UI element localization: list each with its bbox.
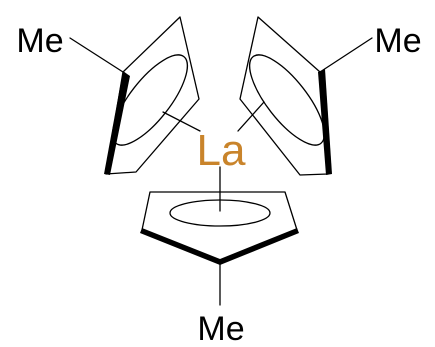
methyl-bond-top-right	[319, 37, 373, 73]
ring-bottom-wedge-right	[220, 228, 299, 265]
ring-top-right	[239, 16, 373, 176]
ring-top-left-outline	[105, 16, 200, 175]
ring-top-left-wedge-bond	[104, 71, 130, 175]
methyl-label-bottom: Me	[197, 310, 244, 347]
ring-top-left	[69, 16, 200, 175]
methyl-bond-top-left	[69, 37, 124, 73]
coordination-bond-top-right	[237, 101, 265, 132]
ring-bottom	[140, 191, 299, 306]
coordination-bond-top-left	[162, 111, 201, 132]
metal-atom-label: La	[197, 126, 246, 175]
methyl-label-top-right: Me	[374, 22, 421, 60]
methyl-label-top-left: Me	[16, 22, 63, 60]
ring-bottom-wedge-left	[140, 228, 220, 265]
ring-top-right-aromatic-circle	[249, 54, 325, 146]
ring-top-left-aromatic-circle	[112, 54, 188, 146]
ring-top-right-wedge-bond	[318, 69, 332, 175]
ring-top-right-outline	[239, 16, 329, 176]
